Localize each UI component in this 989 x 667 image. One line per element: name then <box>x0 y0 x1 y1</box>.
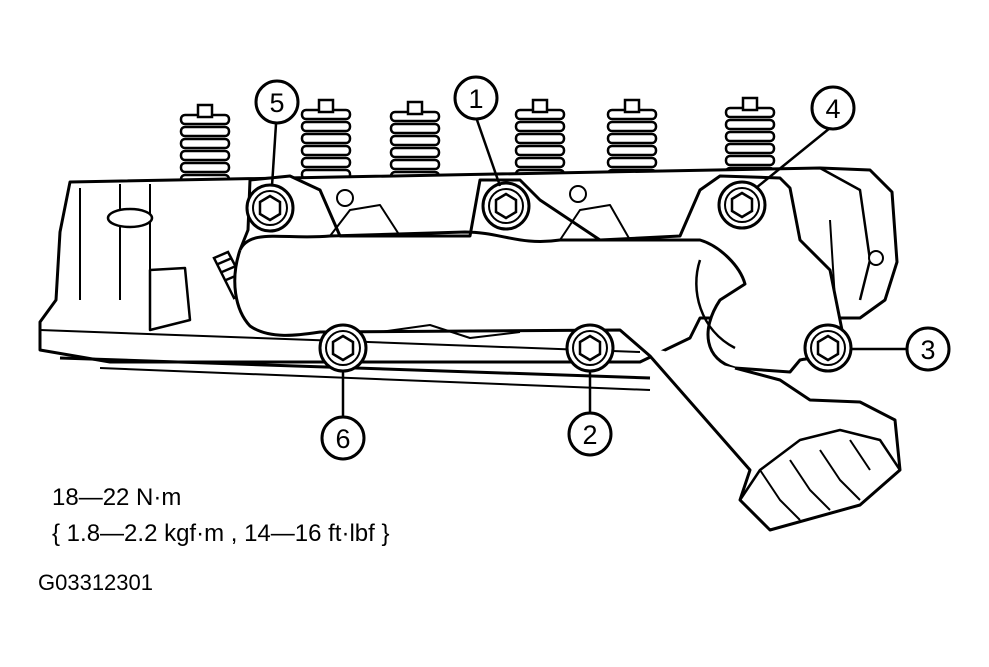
bolt-3 <box>803 323 853 373</box>
leader-lines <box>270 119 906 416</box>
callout-6-label: 6 <box>335 424 350 454</box>
callout-2-label: 2 <box>582 420 597 450</box>
callout-2: 2 <box>567 411 613 457</box>
callout-3-label: 3 <box>920 335 935 365</box>
callout-6: 6 <box>320 415 366 461</box>
callout-5-label: 5 <box>269 88 284 118</box>
exhaust-manifold <box>233 174 902 532</box>
callout-4: 4 <box>810 85 856 131</box>
bolt-6 <box>318 323 368 373</box>
torque-spec-metric: 18—22 N·m <box>52 484 182 511</box>
callout-5: 5 <box>254 79 300 125</box>
callout-4-label: 4 <box>825 94 840 124</box>
bolt-2 <box>565 323 615 373</box>
torque-spec-alternate: { 1.8—2.2 kgf·m , 14—16 ft·lbf } <box>52 520 390 547</box>
bolt-1 <box>481 181 531 231</box>
bolt-5 <box>245 183 295 233</box>
callout-3: 3 <box>905 326 951 372</box>
figure-code: G03312301 <box>38 570 153 595</box>
callout-1-label: 1 <box>468 84 483 114</box>
bolt-4 <box>717 180 767 230</box>
callout-1: 1 <box>453 75 499 121</box>
